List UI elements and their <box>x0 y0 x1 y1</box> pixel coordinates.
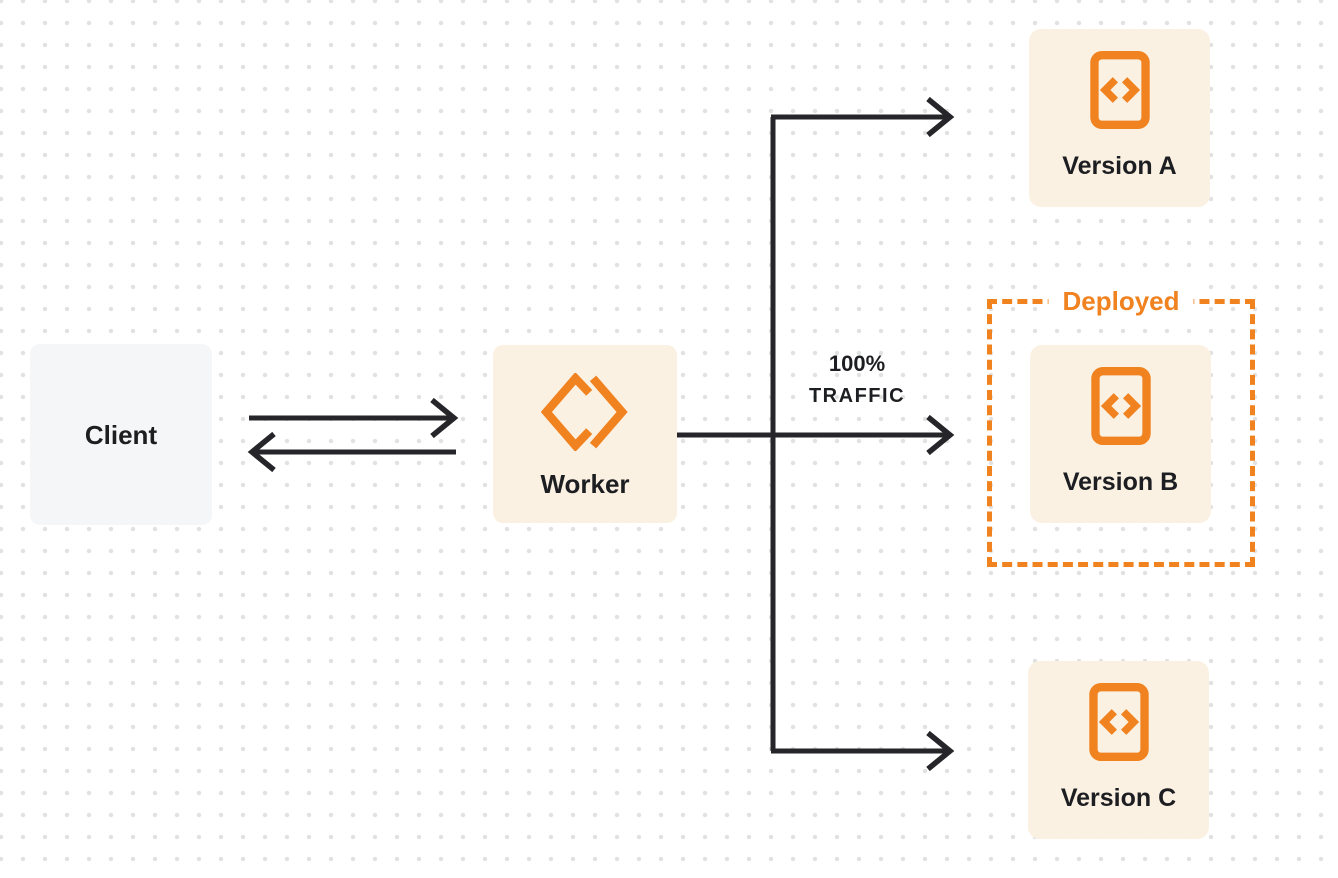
version-b-node: Version B <box>1030 345 1211 523</box>
traffic-word: TRAFFIC <box>808 385 906 407</box>
traffic-label: 100% TRAFFIC <box>784 349 930 413</box>
version-c-label: Version C <box>1060 784 1177 812</box>
client-label: Client <box>84 419 158 450</box>
worker-label: Worker <box>540 469 630 499</box>
traffic-percentage: 100% <box>828 351 886 376</box>
arrow-worker-to-client <box>247 431 456 473</box>
code-file-icon <box>1089 51 1150 129</box>
arrow-worker-to-version-a <box>771 96 955 138</box>
cloudflare-workers-icon <box>541 373 629 451</box>
version-a-label: Version A <box>1062 152 1177 180</box>
code-file-icon <box>1088 683 1149 761</box>
traffic-split-line <box>677 117 946 751</box>
code-file-icon <box>1090 367 1151 445</box>
arrow-worker-to-version-b <box>926 414 955 456</box>
version-c-node: Version C <box>1028 661 1209 839</box>
version-a-node: Version A <box>1029 29 1210 207</box>
deployed-label: Deployed <box>1048 285 1194 317</box>
arrow-client-to-worker <box>249 397 459 439</box>
deployed-group: Deployed <box>987 285 1255 567</box>
worker-node: Worker <box>493 345 677 523</box>
arrow-worker-to-version-c <box>771 730 955 772</box>
version-b-label: Version B <box>1062 468 1179 496</box>
client-node: Client <box>30 344 212 525</box>
